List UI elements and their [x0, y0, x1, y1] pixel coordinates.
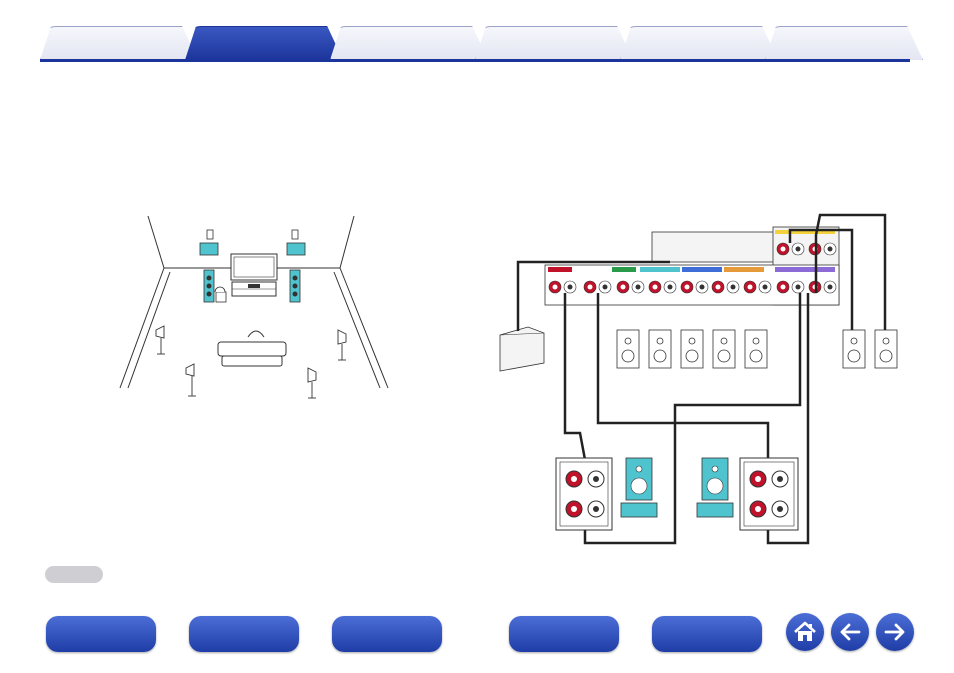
surround-speakers — [155, 325, 347, 399]
tab-2-active[interactable] — [185, 26, 343, 60]
tab-1[interactable] — [40, 26, 198, 60]
tab-6[interactable] — [765, 26, 923, 60]
speaker-cables — [516, 213, 887, 545]
nav-button-2[interactable] — [189, 616, 299, 652]
receiver-rear-panel — [544, 226, 840, 306]
left-highlight-speaker — [620, 457, 658, 518]
nav-button-3[interactable] — [332, 616, 442, 652]
note-badge — [45, 566, 103, 583]
front-speakers — [203, 269, 301, 303]
right-highlight-speaker — [696, 457, 734, 518]
arrow-left-icon — [840, 623, 861, 641]
tab-5[interactable] — [620, 26, 778, 60]
speaker-row — [616, 329, 898, 369]
arrow-right-icon — [884, 623, 905, 641]
nav-button-5[interactable] — [652, 616, 762, 652]
speaker-wiring-diagram — [499, 213, 898, 545]
tab-4[interactable] — [475, 26, 633, 60]
home-button[interactable] — [786, 613, 824, 651]
front-height-speakers — [199, 229, 306, 256]
sofa-listener — [217, 330, 287, 367]
top-tab-bar — [40, 26, 923, 62]
right-speaker-terminal — [739, 457, 799, 531]
forward-button[interactable] — [876, 613, 914, 651]
home-icon — [794, 621, 816, 641]
back-button[interactable] — [831, 613, 869, 651]
nav-button-4[interactable] — [509, 616, 619, 652]
tab-3[interactable] — [330, 26, 488, 60]
center-speaker — [215, 291, 227, 303]
subwoofer — [499, 326, 545, 372]
tab-underline — [40, 59, 910, 62]
left-speaker-terminal — [555, 457, 613, 531]
speaker-room-layout-diagram — [119, 215, 389, 399]
nav-button-1[interactable] — [46, 616, 156, 652]
tv-and-rack — [230, 253, 278, 297]
